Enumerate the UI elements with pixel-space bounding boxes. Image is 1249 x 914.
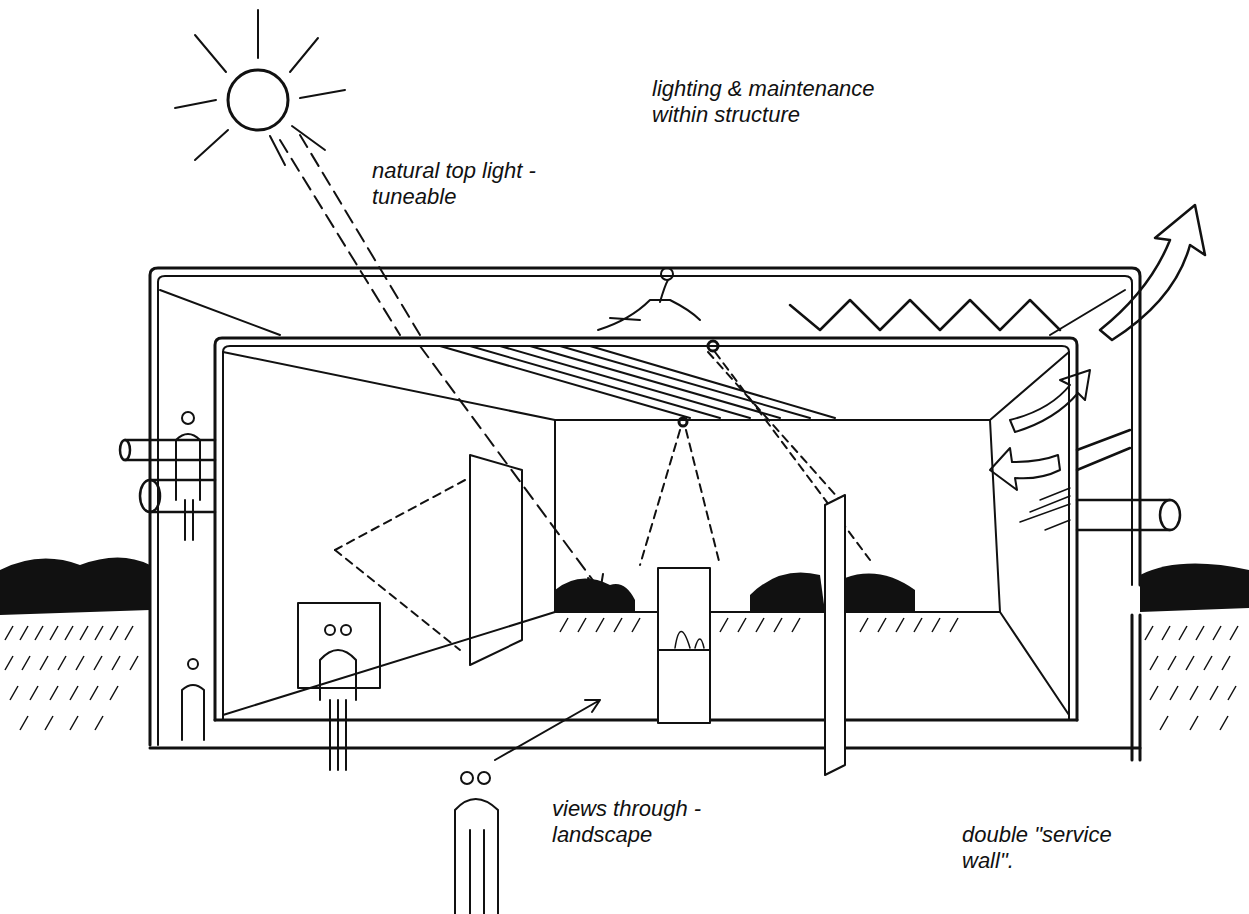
sketch-stroke: [195, 130, 228, 160]
sketch-stroke: [1145, 626, 1238, 730]
sketch-stroke: [554, 420, 556, 612]
partition-wall: [825, 495, 845, 775]
sketch-stroke: [300, 90, 345, 98]
handwritten-note: views through -landscape: [552, 796, 727, 848]
sketch-stroke: [640, 430, 680, 565]
sketch-stroke: [292, 126, 325, 150]
sketch-stroke: [1020, 504, 1070, 522]
sketch-stroke: [182, 685, 204, 740]
sketch-stroke: [270, 136, 285, 165]
spotlight: [708, 341, 718, 351]
service-ducts: [120, 430, 1180, 530]
sketch-stroke: [990, 420, 1000, 612]
inner-floor: [215, 719, 1077, 722]
sketch-stroke: [530, 346, 780, 418]
exhaust-arrow: [1100, 205, 1205, 340]
sketch-stroke: [461, 772, 473, 784]
sketch-stroke: [560, 618, 958, 632]
sketch-stroke: [708, 352, 840, 500]
sketch-stroke: [1045, 520, 1070, 530]
sketch-stroke: [1077, 430, 1130, 470]
sketch-stroke: [257, 10, 259, 58]
sketch-stroke: [1000, 612, 1069, 715]
sketch-stroke: [1050, 290, 1125, 335]
sketch-stroke: [658, 649, 710, 651]
sketch-stroke: [1160, 500, 1180, 530]
sketch-stroke: [335, 480, 465, 550]
sun-rays: [175, 10, 345, 165]
visitor-figures: [176, 412, 498, 914]
painting: [298, 603, 380, 688]
partition-wall: [470, 455, 522, 665]
trees: [0, 558, 1249, 616]
air-arrow: [990, 448, 1060, 490]
hatching: [1020, 488, 1070, 530]
inner-frame-inner: [223, 346, 1069, 720]
outer-frame: [150, 268, 1140, 745]
outer-frame-lower: [1132, 615, 1140, 760]
sketch-stroke: [661, 268, 673, 280]
sketch-stroke: [478, 772, 490, 784]
air-arrow: [1010, 370, 1090, 432]
sun: [228, 70, 288, 130]
inner-frame: [215, 338, 1077, 720]
view-arrow: [495, 700, 600, 760]
sketch-stroke: [5, 626, 138, 730]
sketch-stroke: [182, 412, 194, 424]
display-case: [658, 568, 710, 723]
light-beam: [280, 135, 835, 592]
sketch-lines: [120, 10, 1205, 914]
sketch-stroke: [223, 352, 555, 420]
sketch-stroke: [176, 434, 200, 540]
sketch-stroke: [675, 632, 704, 649]
sketch-stroke: [175, 100, 216, 108]
sketch-stroke: [160, 290, 280, 335]
outer-frame-inner: [158, 276, 1132, 745]
perspective-lines: [160, 290, 1125, 715]
handwritten-note: lighting & maintenance within structure: [652, 76, 922, 128]
sketch-stroke: [686, 430, 720, 565]
sketch-stroke: [750, 573, 825, 613]
sketch-stroke: [560, 346, 810, 418]
sketch-stroke: [290, 38, 318, 72]
sketch-stroke: [335, 550, 460, 650]
sketch-stroke: [125, 440, 215, 460]
sketch-stroke: [140, 480, 160, 512]
sketch-stroke: [320, 650, 356, 770]
outer-floor: [150, 747, 1140, 750]
sketch-stroke: [1077, 500, 1170, 530]
spotlight-cones: [335, 352, 870, 650]
sketch-stroke: [195, 35, 226, 72]
sketch-stroke: [188, 659, 198, 669]
handwritten-note: double "service wall".: [962, 822, 1157, 874]
zigzag-truss: [790, 300, 1060, 330]
sketch-stroke: [1140, 564, 1249, 612]
grass-hatching: [5, 618, 1238, 730]
sketch-stroke: [420, 346, 600, 590]
sketch-stroke: [990, 352, 1069, 420]
spotlight: [679, 418, 687, 426]
maintenance-figure: [598, 280, 700, 330]
handwritten-note: natural top light -tuneable: [372, 158, 582, 210]
sketch-stroke: [555, 419, 990, 421]
sketch-stroke: [0, 558, 150, 616]
sketch-stroke: [555, 579, 635, 612]
sketch-stroke: [455, 799, 498, 914]
sketch-stroke: [715, 352, 870, 560]
sketch-stroke: [1030, 496, 1070, 512]
sketch-stroke: [120, 440, 130, 460]
sketch-stroke: [325, 625, 335, 635]
sketch-stroke: [845, 574, 915, 612]
sketch-stroke: [223, 612, 555, 715]
sketch-stroke: [341, 625, 351, 635]
